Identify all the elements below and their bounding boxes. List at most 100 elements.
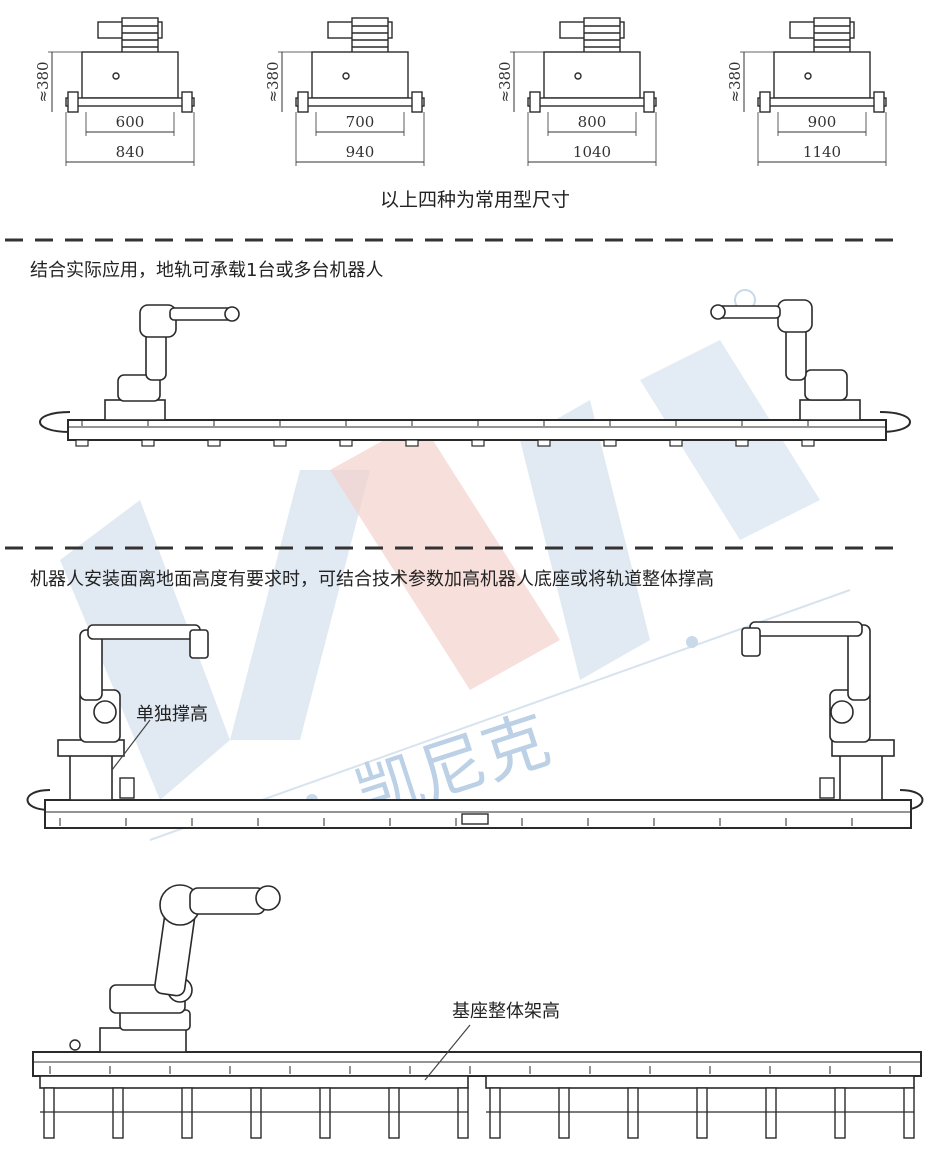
robot-waist: [117, 374, 161, 402]
leveling-foot-left: [759, 91, 771, 113]
watermark-n-left: [230, 470, 370, 740]
callout-frame-raise: 基座整体架高: [452, 1001, 560, 1022]
robot-base: [799, 399, 861, 421]
robot-upper-arm: [87, 624, 201, 640]
ground-rail-two-robots: [39, 299, 911, 447]
robot-wrist: [189, 629, 209, 659]
carriage-bolt: [342, 72, 350, 80]
leveling-foot-right: [873, 91, 885, 113]
rail-foot: [339, 439, 353, 447]
cable-chain-left: [39, 411, 71, 433]
control-box: [119, 777, 135, 799]
base-plate: [65, 97, 195, 107]
rail-beam: [67, 419, 887, 441]
frame-leg: [457, 1087, 469, 1139]
callout-leader-single: [111, 719, 151, 771]
rail-foot: [273, 439, 287, 447]
caption-common-sizes: 以上四种为常用型尺寸: [379, 189, 570, 211]
robot-large: [99, 884, 281, 1053]
watermark-n-red: [330, 420, 560, 690]
base-drawing-1: [65, 17, 195, 113]
rail-foot: [405, 439, 419, 447]
robot-wrist: [255, 885, 281, 911]
inner-dimension-label: 600: [116, 113, 145, 131]
robot-joint: [830, 700, 854, 724]
frame-leg: [250, 1087, 262, 1139]
leveling-foot-right: [411, 91, 423, 113]
leveling-foot-left: [529, 91, 541, 113]
carriage-body: [543, 51, 641, 99]
base-drawing-2: [295, 17, 425, 113]
frame-top-left: [39, 1075, 469, 1089]
carriage-body: [81, 51, 179, 99]
watermark-k-left: [60, 500, 230, 800]
frame-top-right: [485, 1075, 915, 1089]
leveling-foot-left: [67, 91, 79, 113]
robot-upper-arm: [749, 621, 863, 637]
base-drawing-4: [757, 17, 887, 113]
cable-chain-right: [879, 411, 911, 433]
robot-left-standard: [104, 304, 240, 421]
base-plate: [757, 97, 887, 107]
carriage-body: [311, 51, 409, 99]
outer-dimension-label: 1140: [803, 143, 841, 161]
frame-legs: [40, 1087, 915, 1139]
rail-foot: [207, 439, 221, 447]
robot-wrist: [224, 306, 240, 322]
rail-foot: [141, 439, 155, 447]
robot-lower-arm: [785, 324, 807, 381]
frame-leg: [627, 1087, 639, 1139]
watermark-n-right: [520, 400, 650, 680]
robot-left-raised: [57, 624, 209, 801]
riser-pedestal: [69, 754, 113, 801]
robot-forearm: [189, 887, 266, 915]
robot-forearm: [717, 305, 781, 319]
frame-leg: [43, 1087, 55, 1139]
rail-foot: [603, 439, 617, 447]
outer-dimension-label: 940: [346, 143, 375, 161]
ground-rail-raised-robots: [26, 621, 924, 829]
robot-waist: [804, 369, 848, 401]
carriage-body: [773, 51, 871, 99]
inner-dimension-label: 700: [346, 113, 375, 131]
leveling-foot-left: [297, 91, 309, 113]
riser-pedestal: [839, 754, 883, 801]
rail-foot: [735, 439, 749, 447]
callout-leader-frame: [424, 1024, 471, 1081]
robot-wrist: [710, 304, 726, 320]
robot-upper-arm: [139, 304, 177, 338]
height-dimension-label: ≈380: [726, 61, 744, 102]
frame-leg: [696, 1087, 708, 1139]
robot-right-raised: [741, 621, 895, 801]
robot-wrist: [741, 627, 761, 657]
rail-end-cap: [69, 1039, 81, 1051]
robot-right-standard: [710, 299, 861, 421]
control-box: [819, 777, 835, 799]
robot-lower-arm: [79, 629, 103, 701]
frame-leg: [489, 1087, 501, 1139]
rail-bolts: [59, 818, 853, 826]
leveling-foot-right: [643, 91, 655, 113]
rail-foot: [471, 439, 485, 447]
robot-base-plate: [99, 1027, 187, 1053]
watermark-dot-right: [686, 636, 698, 648]
height-dimension-label: ≈380: [34, 61, 52, 102]
outer-dimension-label: 840: [116, 143, 145, 161]
leveling-foot-right: [181, 91, 193, 113]
outer-dimension-label: 1040: [573, 143, 611, 161]
cable-chain-left: [26, 789, 51, 811]
robot-joint: [93, 700, 117, 724]
rail-center-connector: [461, 813, 489, 825]
frame-leg: [388, 1087, 400, 1139]
frame-leg: [558, 1087, 570, 1139]
carriage-bolt: [574, 72, 582, 80]
carriage-bolt: [804, 72, 812, 80]
robot-upper-arm: [777, 299, 813, 333]
watermark-swoosh: [149, 589, 851, 841]
caption-height-note: 机器人安装面离地面高度有要求时，可结合技术参数加高机器人底座或将轨道整体撑高: [30, 569, 714, 590]
rail-feet: [75, 420, 815, 447]
rail-on-raised-frame: [32, 884, 922, 1139]
frame-leg: [834, 1087, 846, 1139]
height-dimension-label: ≈380: [496, 61, 514, 102]
